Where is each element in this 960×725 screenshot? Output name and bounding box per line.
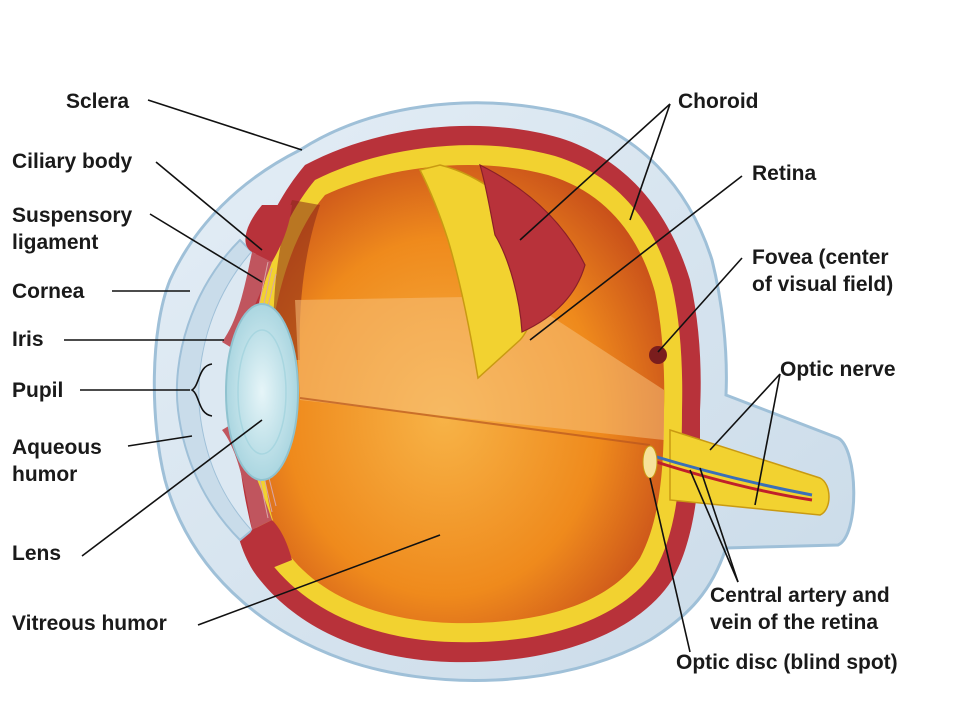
label-lens: Lens (12, 542, 62, 565)
label-suspensory-ligament: Suspensory ligament (12, 204, 133, 254)
leader-choroid-2 (629, 103, 671, 221)
leader-central-artery-2 (699, 467, 739, 583)
ciliary-body-upper (245, 205, 292, 262)
leader-sclera (147, 99, 303, 151)
lens-ring (237, 329, 287, 455)
leader-ciliary-body (155, 161, 263, 251)
leader-suspensory-ligament (149, 213, 263, 283)
iris-upper (222, 252, 272, 348)
leader-optic-disc (649, 477, 691, 653)
leader-choroid-1 (519, 103, 671, 241)
label-optic-nerve: Optic nerve (780, 358, 896, 381)
leader-central-artery-1 (689, 469, 739, 583)
label-retina: Retina (752, 162, 817, 185)
label-optic-disc: Optic disc (blind spot) (676, 651, 898, 674)
fovea-pit (649, 346, 667, 364)
leader-lines (64, 99, 781, 653)
label-ciliary-body: Ciliary body (12, 150, 133, 173)
leader-retina (529, 175, 743, 341)
label-choroid: Choroid (678, 90, 759, 113)
leader-lens (81, 419, 263, 557)
choroid-flap (479, 163, 586, 333)
section-line (299, 397, 651, 446)
label-central-artery-vein: Central artery and vein of the retina (710, 584, 890, 634)
lens-shape (225, 303, 299, 481)
central-artery (649, 458, 813, 502)
label-iris: Iris (12, 328, 44, 351)
leader-vitreous-humor (197, 534, 441, 626)
leader-fovea (657, 257, 743, 353)
label-aqueous-humor: Aqueous humor (12, 436, 102, 486)
label-vitreous-humor: Vitreous humor (12, 612, 167, 635)
label-fovea: Fovea (center of visual field) (752, 246, 894, 296)
optic-nerve (669, 428, 830, 516)
anterior-shadow (273, 200, 320, 360)
pupil-bracket (190, 363, 213, 417)
optic-disc (642, 445, 658, 479)
ciliary-body-lower (246, 520, 292, 572)
leader-aqueous-humor (127, 435, 193, 447)
leader-optic-nerve-2 (754, 373, 781, 506)
label-sclera: Sclera (66, 90, 130, 113)
leader-optic-nerve-1 (709, 373, 781, 451)
label-cornea: Cornea (12, 280, 85, 303)
central-vessels (649, 453, 813, 497)
label-pupil: Pupil (12, 379, 64, 402)
